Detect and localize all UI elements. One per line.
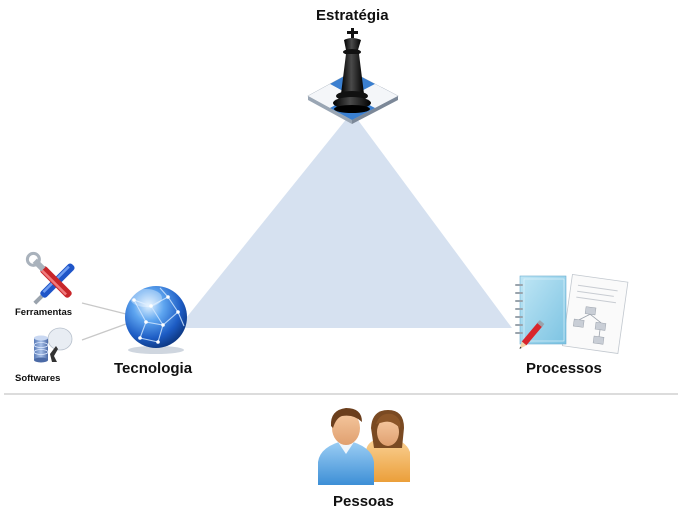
process-documents-icon [515, 273, 629, 354]
tools-label: Ferramentas [15, 307, 73, 318]
people-label: Pessoas [333, 493, 394, 510]
software-connector [81, 323, 127, 341]
strategy-label: Estratégia [316, 7, 389, 24]
globe-network-icon [125, 286, 187, 354]
database-software-icon [33, 327, 73, 363]
technology-label: Tecnologia [114, 360, 193, 377]
strategy-technology-process-triangle [178, 112, 512, 328]
software-label: Softwares [15, 373, 61, 384]
people-icon [318, 408, 410, 485]
processes-label: Processos [526, 360, 602, 377]
chess-king-icon [307, 28, 399, 124]
tools-connector [81, 302, 127, 315]
tools-icon [25, 251, 75, 305]
